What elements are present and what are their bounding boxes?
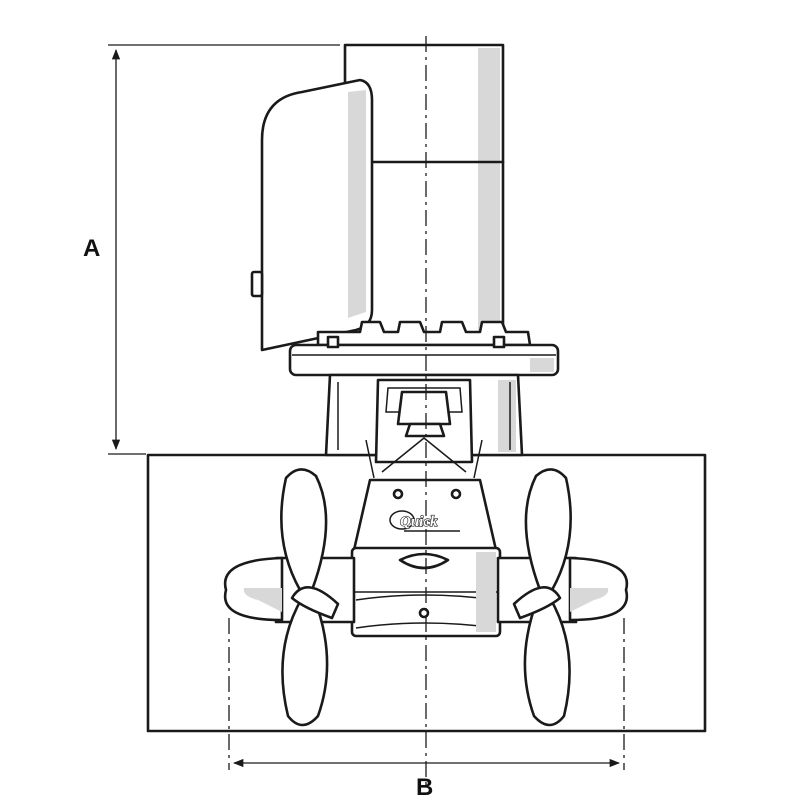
- gear-leg: [324, 373, 524, 479]
- dimension-b-label: B: [416, 774, 433, 800]
- brand-logo-text: Quick: [400, 514, 438, 530]
- solenoid-cover: [250, 78, 374, 352]
- coupling-ring: [316, 320, 532, 347]
- dimension-a: A: [83, 44, 340, 455]
- right-propeller: [496, 468, 629, 727]
- dimension-b: B: [228, 618, 625, 800]
- left-propeller: [223, 468, 356, 727]
- dimension-a-label: A: [83, 235, 100, 262]
- brand-logo: Quick: [389, 510, 460, 532]
